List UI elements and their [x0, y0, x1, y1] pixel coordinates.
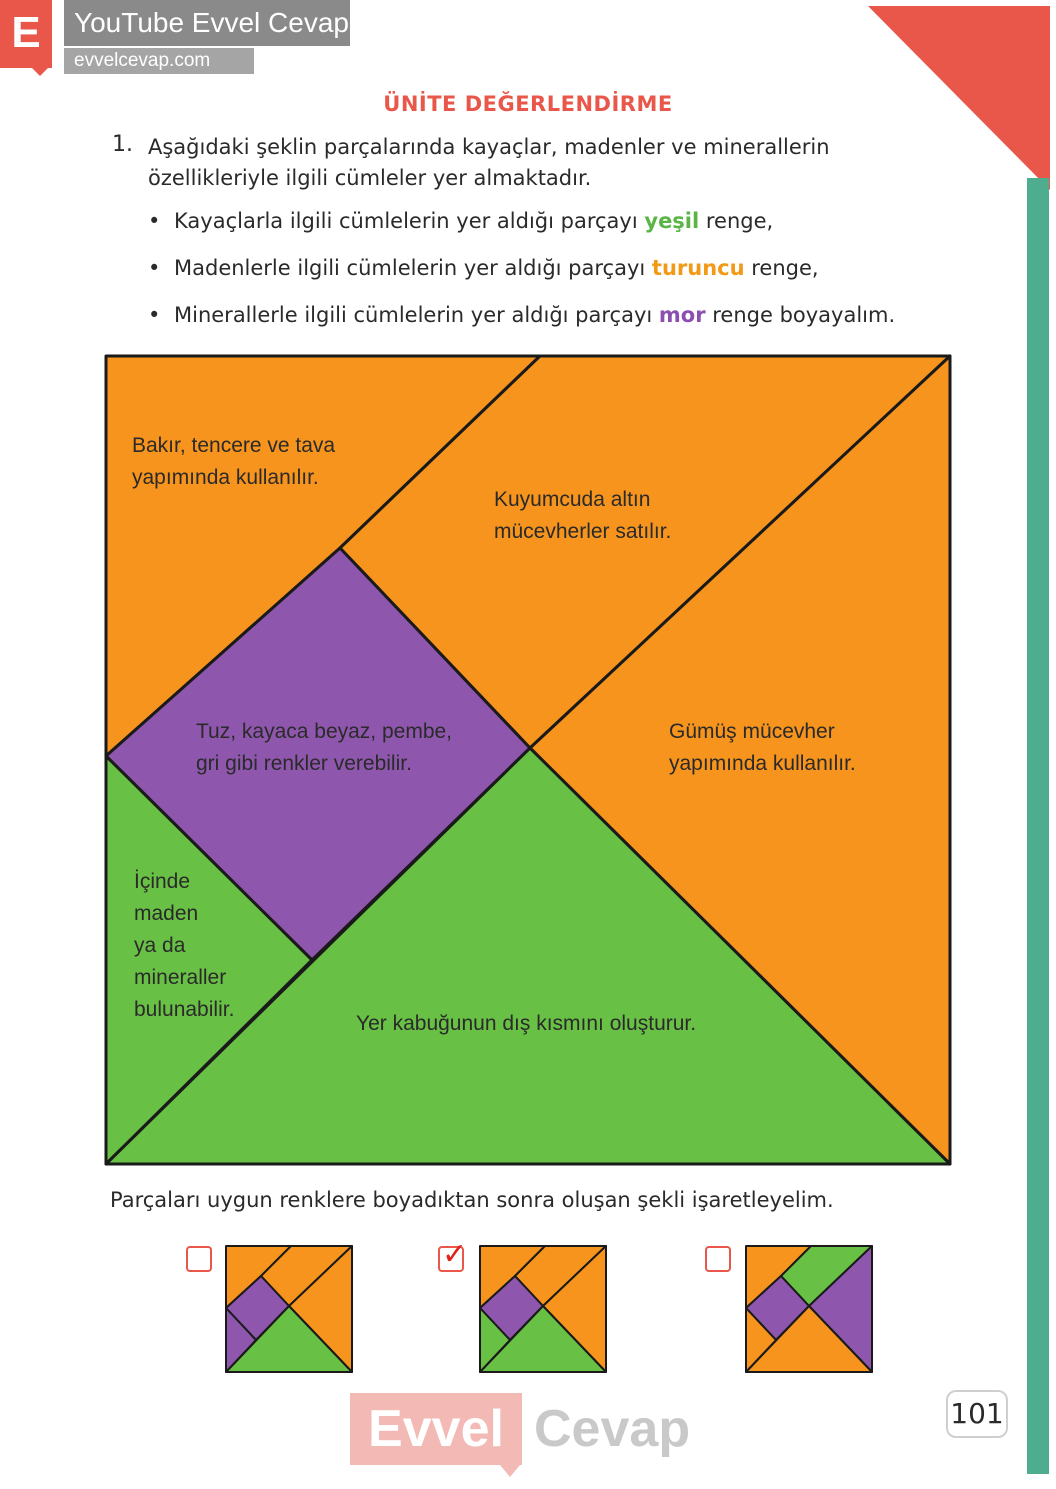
option-3-figure[interactable] [745, 1245, 873, 1373]
option-2-checkbox[interactable]: ✓ [438, 1240, 467, 1272]
text-line: yapımında kullanılır. [669, 752, 856, 775]
bullet-text: Madenlerle ilgili cümlelerin yer aldığı … [174, 256, 652, 280]
instruction-text: Parçaları uygun renklere boyadıktan sonr… [110, 1188, 834, 1212]
option-2-figure[interactable] [479, 1245, 607, 1373]
bullet-text: Minerallerle ilgili cümlelerin yer aldığ… [174, 303, 659, 327]
keyword-purple: mor [658, 303, 706, 327]
bullet-text-end: renge, [744, 256, 819, 280]
text-line: mücevherler satılır. [494, 520, 672, 543]
side-color-bar [1027, 178, 1049, 1474]
text-line: Gümüş mücevher [669, 720, 835, 743]
keyword-green: yeşil [644, 209, 700, 233]
bullet-text-end: renge, [699, 209, 774, 233]
question-text: Aşağıdaki şeklin parçalarında kayaçlar, … [148, 135, 830, 190]
tangram-shapes [104, 354, 952, 1166]
text-line: Kuyumcuda altın [494, 488, 651, 511]
tangram-puzzle: Bakır, tencere ve tava yapımında kullanı… [104, 354, 952, 1166]
bullet-text-end: renge boyayalım. [705, 303, 896, 327]
footer-brand-cevap: Cevap [534, 1400, 691, 1458]
text-line: Yer kabuğunun dış kısmını oluşturur. [356, 1012, 697, 1035]
text-square: Tuz, kayaca beyaz, pembe, gri gibi renkl… [196, 716, 452, 780]
text-line: yapımında kullanılır. [132, 466, 319, 489]
option-3-checkbox[interactable] [705, 1246, 731, 1272]
bullet-dot: • [148, 256, 161, 280]
youtube-channel-label[interactable]: YouTube Evvel Cevap [64, 0, 350, 46]
text-bottom: Yer kabuğunun dış kısmını oluşturur. [356, 1008, 696, 1040]
site-url-label[interactable]: evvelcevap.com [64, 48, 254, 74]
corner-decoration [868, 6, 1050, 190]
keyword-orange: turuncu [651, 256, 745, 280]
option-1-checkbox[interactable] [186, 1246, 212, 1272]
footer-brand-evvel: Evvel [350, 1393, 522, 1477]
bullet-text: Kayaçlarla ilgili cümlelerin yer aldığı … [174, 209, 645, 233]
text-line: Tuz, kayaca beyaz, pembe, [196, 720, 453, 743]
text-line: maden [134, 902, 199, 925]
bullet-green: • Kayaçlarla ilgili cümlelerin yer aldığı… [148, 209, 773, 233]
text-line: İçinde [134, 870, 191, 893]
bullet-dot: • [148, 303, 161, 327]
text-right: Gümüş mücevher yapımında kullanılır. [669, 716, 856, 780]
text-line: mineraller [134, 966, 227, 989]
text-top-left: Bakır, tencere ve tava yapımında kullanı… [132, 430, 335, 494]
question-number: 1. [112, 132, 133, 157]
text-line: Bakır, tencere ve tava [132, 434, 336, 457]
checkmark: ✓ [442, 1237, 468, 1272]
site-logo-e: E [0, 0, 52, 76]
bullet-purple: • Minerallerle ilgili cümlelerin yer aldı… [148, 303, 895, 327]
text-line: bulunabilir. [134, 998, 235, 1021]
piece-bottom [104, 746, 952, 1166]
unit-title: ÜNİTE DEĞERLENDİRME [383, 92, 673, 116]
bullet-orange: • Madenlerle ilgili cümlelerin yer aldığı… [148, 256, 819, 280]
text-line: ya da [134, 934, 186, 957]
text-line: gri gibi renkler verebilir. [196, 752, 412, 775]
text-top-middle: Kuyumcuda altın mücevherler satılır. [494, 484, 671, 548]
bullet-dot: • [148, 209, 161, 233]
page-number: 101 [946, 1390, 1008, 1438]
text-left-small: İçinde maden ya da mineraller bulunabili… [134, 866, 234, 1026]
option-1-figure[interactable] [225, 1245, 353, 1373]
